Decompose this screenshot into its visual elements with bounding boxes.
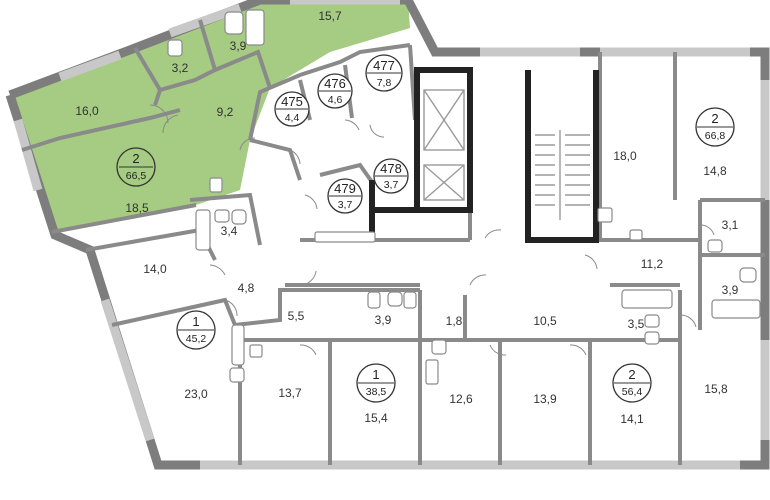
room-area-label: 13,9: [533, 392, 557, 406]
storage-area: 4,6: [328, 94, 343, 106]
room-area-label: 1,8: [446, 314, 463, 328]
room-area-label: 3,4: [221, 224, 238, 238]
apartment-area: 66,8: [705, 130, 726, 142]
room-area-label: 5,5: [288, 309, 305, 323]
room-area-label: 3,9: [230, 39, 247, 53]
storage-number: 479: [334, 181, 356, 196]
apartment-badge[interactable]: 2 66,8: [695, 107, 735, 147]
room-area-label: 3,2: [172, 61, 189, 75]
storage-area: 3,7: [338, 199, 353, 211]
storage-number: 478: [380, 161, 402, 176]
room-area-label: 15,8: [704, 382, 728, 396]
storage-area: 4,4: [285, 112, 300, 124]
room-area-label: 18,0: [613, 149, 637, 163]
storage-badge-479[interactable]: 479 3,7: [327, 178, 363, 214]
room-area-label: 10,5: [533, 314, 557, 328]
apartment-rooms: 2: [711, 111, 718, 126]
room-area-label: 11,2: [641, 257, 664, 271]
room-area-label: 3,9: [722, 283, 739, 297]
apartment-badge[interactable]: 2 56,4: [612, 363, 652, 403]
storage-badge-475[interactable]: 475 4,4: [274, 91, 310, 127]
room-area-label: 3,5: [628, 317, 645, 331]
bathroom-fixtures: [167, 9, 761, 385]
selected-apartment-badge[interactable]: 2 66,5: [116, 147, 156, 187]
selected-apartment-fill[interactable]: [14, 0, 410, 232]
storage-number: 475: [281, 94, 303, 109]
room-area-label: 16,0: [75, 104, 99, 118]
apartment-area: 45,2: [186, 333, 207, 345]
door-swings: [149, 104, 715, 356]
apartment-area: 38,5: [366, 386, 387, 398]
building-core: [369, 67, 599, 243]
room-area-label: 18,5: [125, 201, 149, 215]
selected-apartment-rooms: 2: [132, 151, 139, 166]
apartment-badge[interactable]: 1 38,5: [356, 363, 396, 403]
storage-number: 476: [324, 76, 346, 91]
storage-area: 7,8: [377, 77, 392, 89]
room-area-label: 3,9: [375, 313, 392, 327]
room-area-label: 14,8: [703, 164, 727, 178]
apartment-area: 56,4: [622, 386, 643, 398]
apartment-rooms: 1: [372, 367, 379, 382]
storage-badge-476[interactable]: 476 4,6: [317, 73, 353, 109]
selected-apartment-area: 66,5: [126, 170, 147, 182]
room-area-label: 15,7: [318, 9, 342, 23]
room-area-label: 12,6: [449, 392, 473, 406]
storage-badge-477[interactable]: 477 7,8: [365, 54, 403, 92]
room-area-label: 14,0: [143, 262, 167, 276]
room-area-label: 23,0: [184, 387, 208, 401]
apartment-badge[interactable]: 1 45,2: [176, 310, 216, 350]
room-area-label: 4,8: [238, 281, 255, 295]
apartment-rooms: 1: [192, 314, 199, 329]
room-area-label: 13,7: [278, 386, 302, 400]
room-area-label: 14,1: [620, 412, 644, 426]
storage-badge-478[interactable]: 478 3,7: [373, 158, 409, 194]
storage-area: 3,7: [384, 179, 399, 191]
storage-number: 477: [373, 58, 395, 73]
apartment-rooms: 2: [628, 367, 635, 382]
room-area-label: 3,1: [722, 218, 739, 232]
room-area-label: 15,4: [364, 411, 388, 425]
room-area-label: 9,2: [217, 105, 234, 119]
